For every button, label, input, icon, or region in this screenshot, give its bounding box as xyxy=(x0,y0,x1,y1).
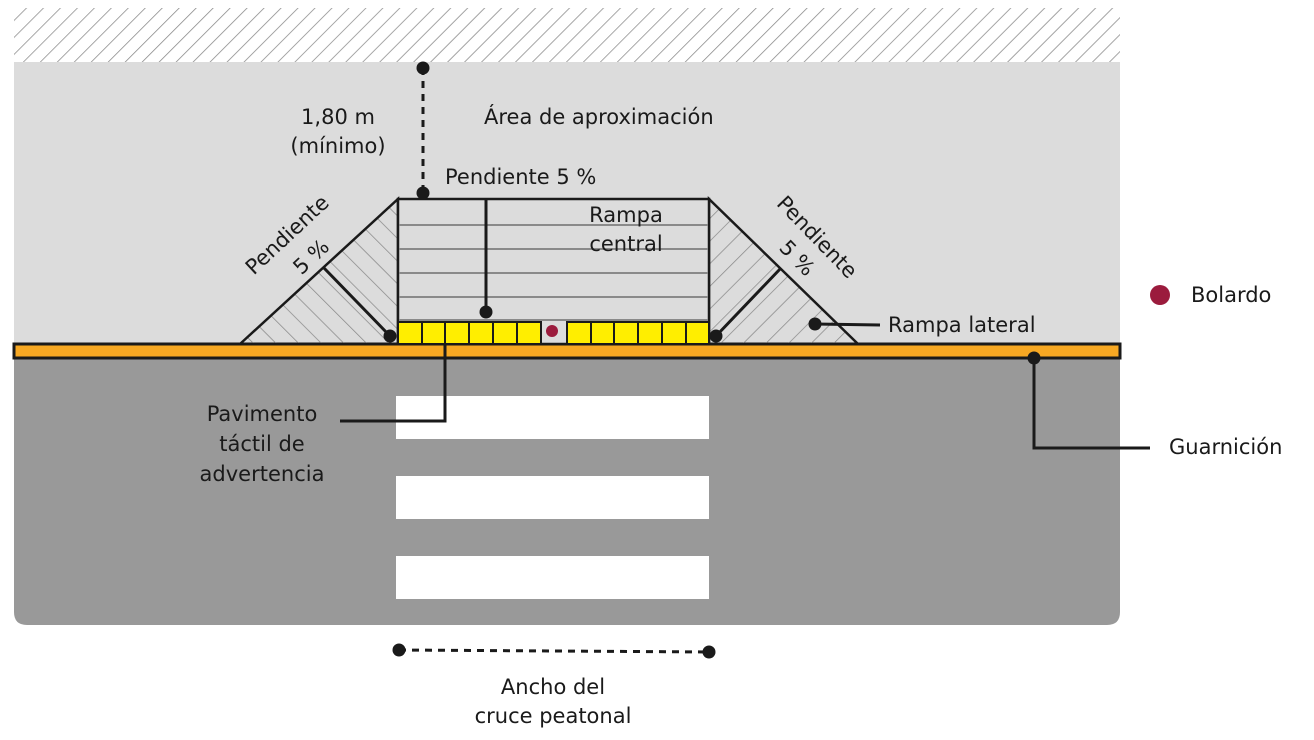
bollard-legend-label: Bolardo xyxy=(1191,283,1271,307)
tactile-leader xyxy=(340,344,447,423)
leader-endpoint xyxy=(383,329,397,343)
left-slope-leader xyxy=(322,266,392,338)
central-ramp-label-line1: Rampa xyxy=(589,203,663,227)
min-distance-value: 1,80 m xyxy=(301,105,375,129)
curb-leader xyxy=(1032,358,1150,450)
tactile-label-line3: advertencia xyxy=(200,462,325,486)
approach-area-label: Área de aproximación xyxy=(484,104,714,129)
central-slope-label: Pendiente 5 % xyxy=(445,165,596,189)
tactile-paving xyxy=(397,321,710,345)
central-ramp-label-line2: central xyxy=(589,232,662,256)
leader-endpoint xyxy=(808,317,822,331)
bollard-legend-icon xyxy=(1150,285,1170,305)
right-slope-leader xyxy=(714,266,783,338)
crossing-width-label-line1: Ancho del xyxy=(501,675,605,699)
crossing-width-label-line2: cruce peatonal xyxy=(475,704,632,728)
bollard-dot-icon xyxy=(546,325,558,337)
property-hatch xyxy=(14,8,1120,63)
crossing-width-dimension xyxy=(398,648,710,654)
dimension-endpoint xyxy=(702,645,716,659)
lateral-ramp-leader xyxy=(814,322,881,327)
tactile-label-line1: Pavimento xyxy=(207,402,318,426)
lateral-ramp-label: Rampa lateral xyxy=(888,313,1036,337)
leader-endpoint xyxy=(479,305,493,319)
curb-strip xyxy=(12,342,1122,360)
dimension-endpoint xyxy=(416,61,430,75)
tactile-label-line2: táctil de xyxy=(219,432,304,456)
leader-endpoint xyxy=(1027,351,1041,365)
crosswalk-stripe xyxy=(396,556,709,599)
crosswalk-stripe xyxy=(396,396,709,439)
dimension-endpoint xyxy=(416,186,430,200)
central-ramp-lines xyxy=(399,224,708,321)
crosswalk-stripe xyxy=(396,476,709,519)
curb-label: Guarnición xyxy=(1169,435,1282,459)
leader-endpoint xyxy=(709,329,723,343)
dimension-endpoint xyxy=(392,643,406,657)
min-distance-note: (mínimo) xyxy=(290,134,385,158)
